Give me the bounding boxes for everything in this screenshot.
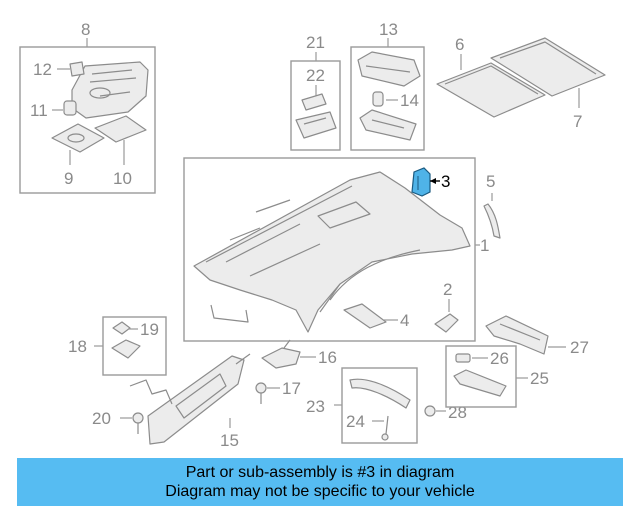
- dome-lamp-lens: [359, 109, 417, 141]
- callout-14: 14: [400, 91, 419, 110]
- pillar-trim-5: [483, 203, 501, 239]
- sunroof-panel-6: [436, 62, 546, 118]
- callout-26: 26: [490, 349, 509, 368]
- callout-5: 5: [486, 172, 495, 191]
- callout-27: 27: [570, 338, 589, 357]
- lens-10: [94, 115, 147, 143]
- map-lamp-housing: [71, 61, 149, 119]
- callout-19: 19: [140, 320, 159, 339]
- visor-bracket: [129, 379, 173, 405]
- screw-17: [255, 382, 267, 404]
- grab-handle-24: [349, 378, 411, 409]
- callout-8: 8: [81, 20, 90, 39]
- dome-lamp-housing: [357, 51, 421, 87]
- lens-9: [51, 123, 105, 153]
- info-banner: Part or sub-assembly is #3 in diagram Di…: [17, 458, 623, 506]
- lamp-lens-21: [295, 111, 337, 139]
- callout-20: 20: [92, 409, 111, 428]
- grab-handle-sample: [210, 304, 249, 323]
- banner-line-1: Part or sub-assembly is #3 in diagram: [185, 464, 455, 481]
- callout-21: 21: [306, 33, 325, 52]
- callout-16: 16: [318, 348, 337, 367]
- callout-15: 15: [220, 431, 239, 450]
- callout-22: 22: [306, 66, 325, 85]
- callout-18: 18: [68, 337, 87, 356]
- lamp-25: [453, 369, 507, 397]
- callout-10: 10: [113, 169, 132, 188]
- bulb-12: [69, 61, 85, 77]
- callout-7: 7: [573, 112, 582, 131]
- console-27: [485, 315, 549, 355]
- holder-18: [111, 339, 141, 359]
- clip-19: [112, 321, 131, 335]
- group-box-1: [183, 157, 476, 342]
- clip-28: [424, 405, 436, 417]
- callout-2: 2: [443, 280, 452, 299]
- callout-25: 25: [530, 369, 549, 388]
- banner-line-2: Diagram may not be specific to your vehi…: [165, 483, 475, 500]
- bulb-14: [372, 91, 384, 107]
- callout-13: 13: [379, 20, 398, 39]
- callout-1: 1: [480, 236, 489, 255]
- callout-6: 6: [455, 35, 464, 54]
- lamp-bulb-22: [301, 93, 327, 111]
- screw-20: [132, 412, 144, 434]
- callout-28: 28: [448, 403, 467, 422]
- callout-12: 12: [33, 60, 52, 79]
- callout-23: 23: [306, 397, 325, 416]
- headliner: [193, 171, 471, 333]
- clip-2: [434, 313, 459, 333]
- callout-9: 9: [64, 169, 73, 188]
- group-box-25: [445, 345, 517, 408]
- part-3-highlighted: [411, 167, 431, 197]
- sun-visor-15: [147, 353, 251, 445]
- callout-17: 17: [282, 379, 301, 398]
- sunroof-panel-7: [490, 37, 606, 97]
- bulb-26: [455, 353, 471, 363]
- screw-24: [381, 415, 389, 441]
- pad-4: [343, 303, 387, 329]
- callout-3: 3: [441, 172, 450, 191]
- callout-24: 24: [346, 412, 365, 431]
- visor-clip-16: [261, 339, 301, 369]
- callout-4: 4: [400, 311, 409, 330]
- bulb-11: [63, 100, 77, 116]
- callout-11: 11: [30, 101, 48, 120]
